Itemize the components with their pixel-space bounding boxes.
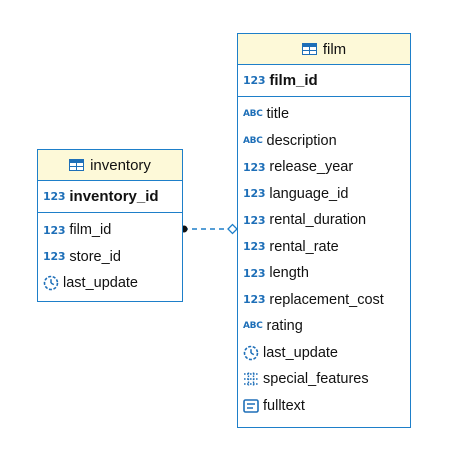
column-name: release_year xyxy=(269,159,354,176)
column-name: title xyxy=(266,106,290,123)
column-row[interactable]: special_features xyxy=(238,366,410,393)
text-type-icon: ABC xyxy=(243,109,263,120)
numeric-type-icon: 123 xyxy=(243,240,266,254)
primary-key-row[interactable]: 123 inventory_id xyxy=(38,181,182,213)
column-name: fulltext xyxy=(263,397,305,414)
column-row[interactable]: 123 language_id xyxy=(238,181,410,208)
column-name: replacement_cost xyxy=(269,291,384,308)
numeric-type-icon: 123 xyxy=(243,266,266,280)
table-icon xyxy=(69,159,85,171)
numeric-type-icon: 123 xyxy=(243,187,266,201)
clock-icon xyxy=(43,275,59,291)
column-name: store_id xyxy=(69,248,121,265)
column-name: film_id xyxy=(69,222,112,239)
column-name: rental_duration xyxy=(269,212,367,229)
array-icon xyxy=(244,372,258,386)
relationship-primary-end-diamond xyxy=(227,223,238,235)
text-type-icon: ABC xyxy=(243,321,263,332)
column-row[interactable]: 123 replacement_cost xyxy=(238,287,410,314)
numeric-type-icon: 123 xyxy=(243,293,266,307)
column-row[interactable]: 123 rental_duration xyxy=(238,207,410,234)
column-row[interactable]: fulltext xyxy=(238,393,410,420)
numeric-type-icon: 123 xyxy=(243,74,266,87)
column-row[interactable]: 123 release_year xyxy=(238,154,410,181)
numeric-type-icon: 123 xyxy=(243,213,266,227)
column-row[interactable]: last_update xyxy=(38,270,182,297)
clock-icon xyxy=(243,345,259,361)
column-row[interactable]: 123 length xyxy=(238,260,410,287)
column-name: last_update xyxy=(63,275,138,292)
column-row[interactable]: ABC rating xyxy=(238,313,410,340)
column-name: language_id xyxy=(269,185,349,202)
text-document-icon xyxy=(243,398,259,413)
column-name: last_update xyxy=(263,344,338,361)
entity-name: film xyxy=(322,40,347,58)
entity-film-header[interactable]: film xyxy=(238,34,410,65)
column-row[interactable]: 123 store_id xyxy=(38,244,182,271)
column-list: ABC title ABC description 123 release_ye… xyxy=(238,97,410,419)
column-name: rating xyxy=(266,318,303,335)
numeric-type-icon: 123 xyxy=(43,250,66,264)
column-row[interactable]: ABC description xyxy=(238,128,410,155)
numeric-type-icon: 123 xyxy=(243,160,266,174)
column-row[interactable]: ABC title xyxy=(238,101,410,128)
column-row[interactable]: 123 rental_rate xyxy=(238,234,410,261)
numeric-type-icon: 123 xyxy=(43,223,66,237)
numeric-type-icon: 123 xyxy=(43,190,66,203)
column-name: inventory_id xyxy=(69,188,159,205)
column-row[interactable]: 123 film_id xyxy=(38,217,182,244)
column-row[interactable]: last_update xyxy=(238,340,410,367)
primary-key-row[interactable]: 123 film_id xyxy=(238,65,410,97)
entity-film[interactable]: film 123 film_id ABC title ABC descripti… xyxy=(237,33,411,428)
entity-name: inventory xyxy=(90,156,151,174)
column-list: 123 film_id 123 store_id last_update xyxy=(38,213,182,297)
column-name: film_id xyxy=(269,72,318,89)
entity-inventory[interactable]: inventory 123 inventory_id 123 film_id 1… xyxy=(37,149,183,302)
column-name: special_features xyxy=(263,371,369,388)
column-name: rental_rate xyxy=(269,238,339,255)
column-name: length xyxy=(269,265,309,282)
table-icon xyxy=(301,43,317,55)
column-name: description xyxy=(266,132,337,149)
entity-inventory-header[interactable]: inventory xyxy=(38,150,182,181)
text-type-icon: ABC xyxy=(243,135,263,146)
